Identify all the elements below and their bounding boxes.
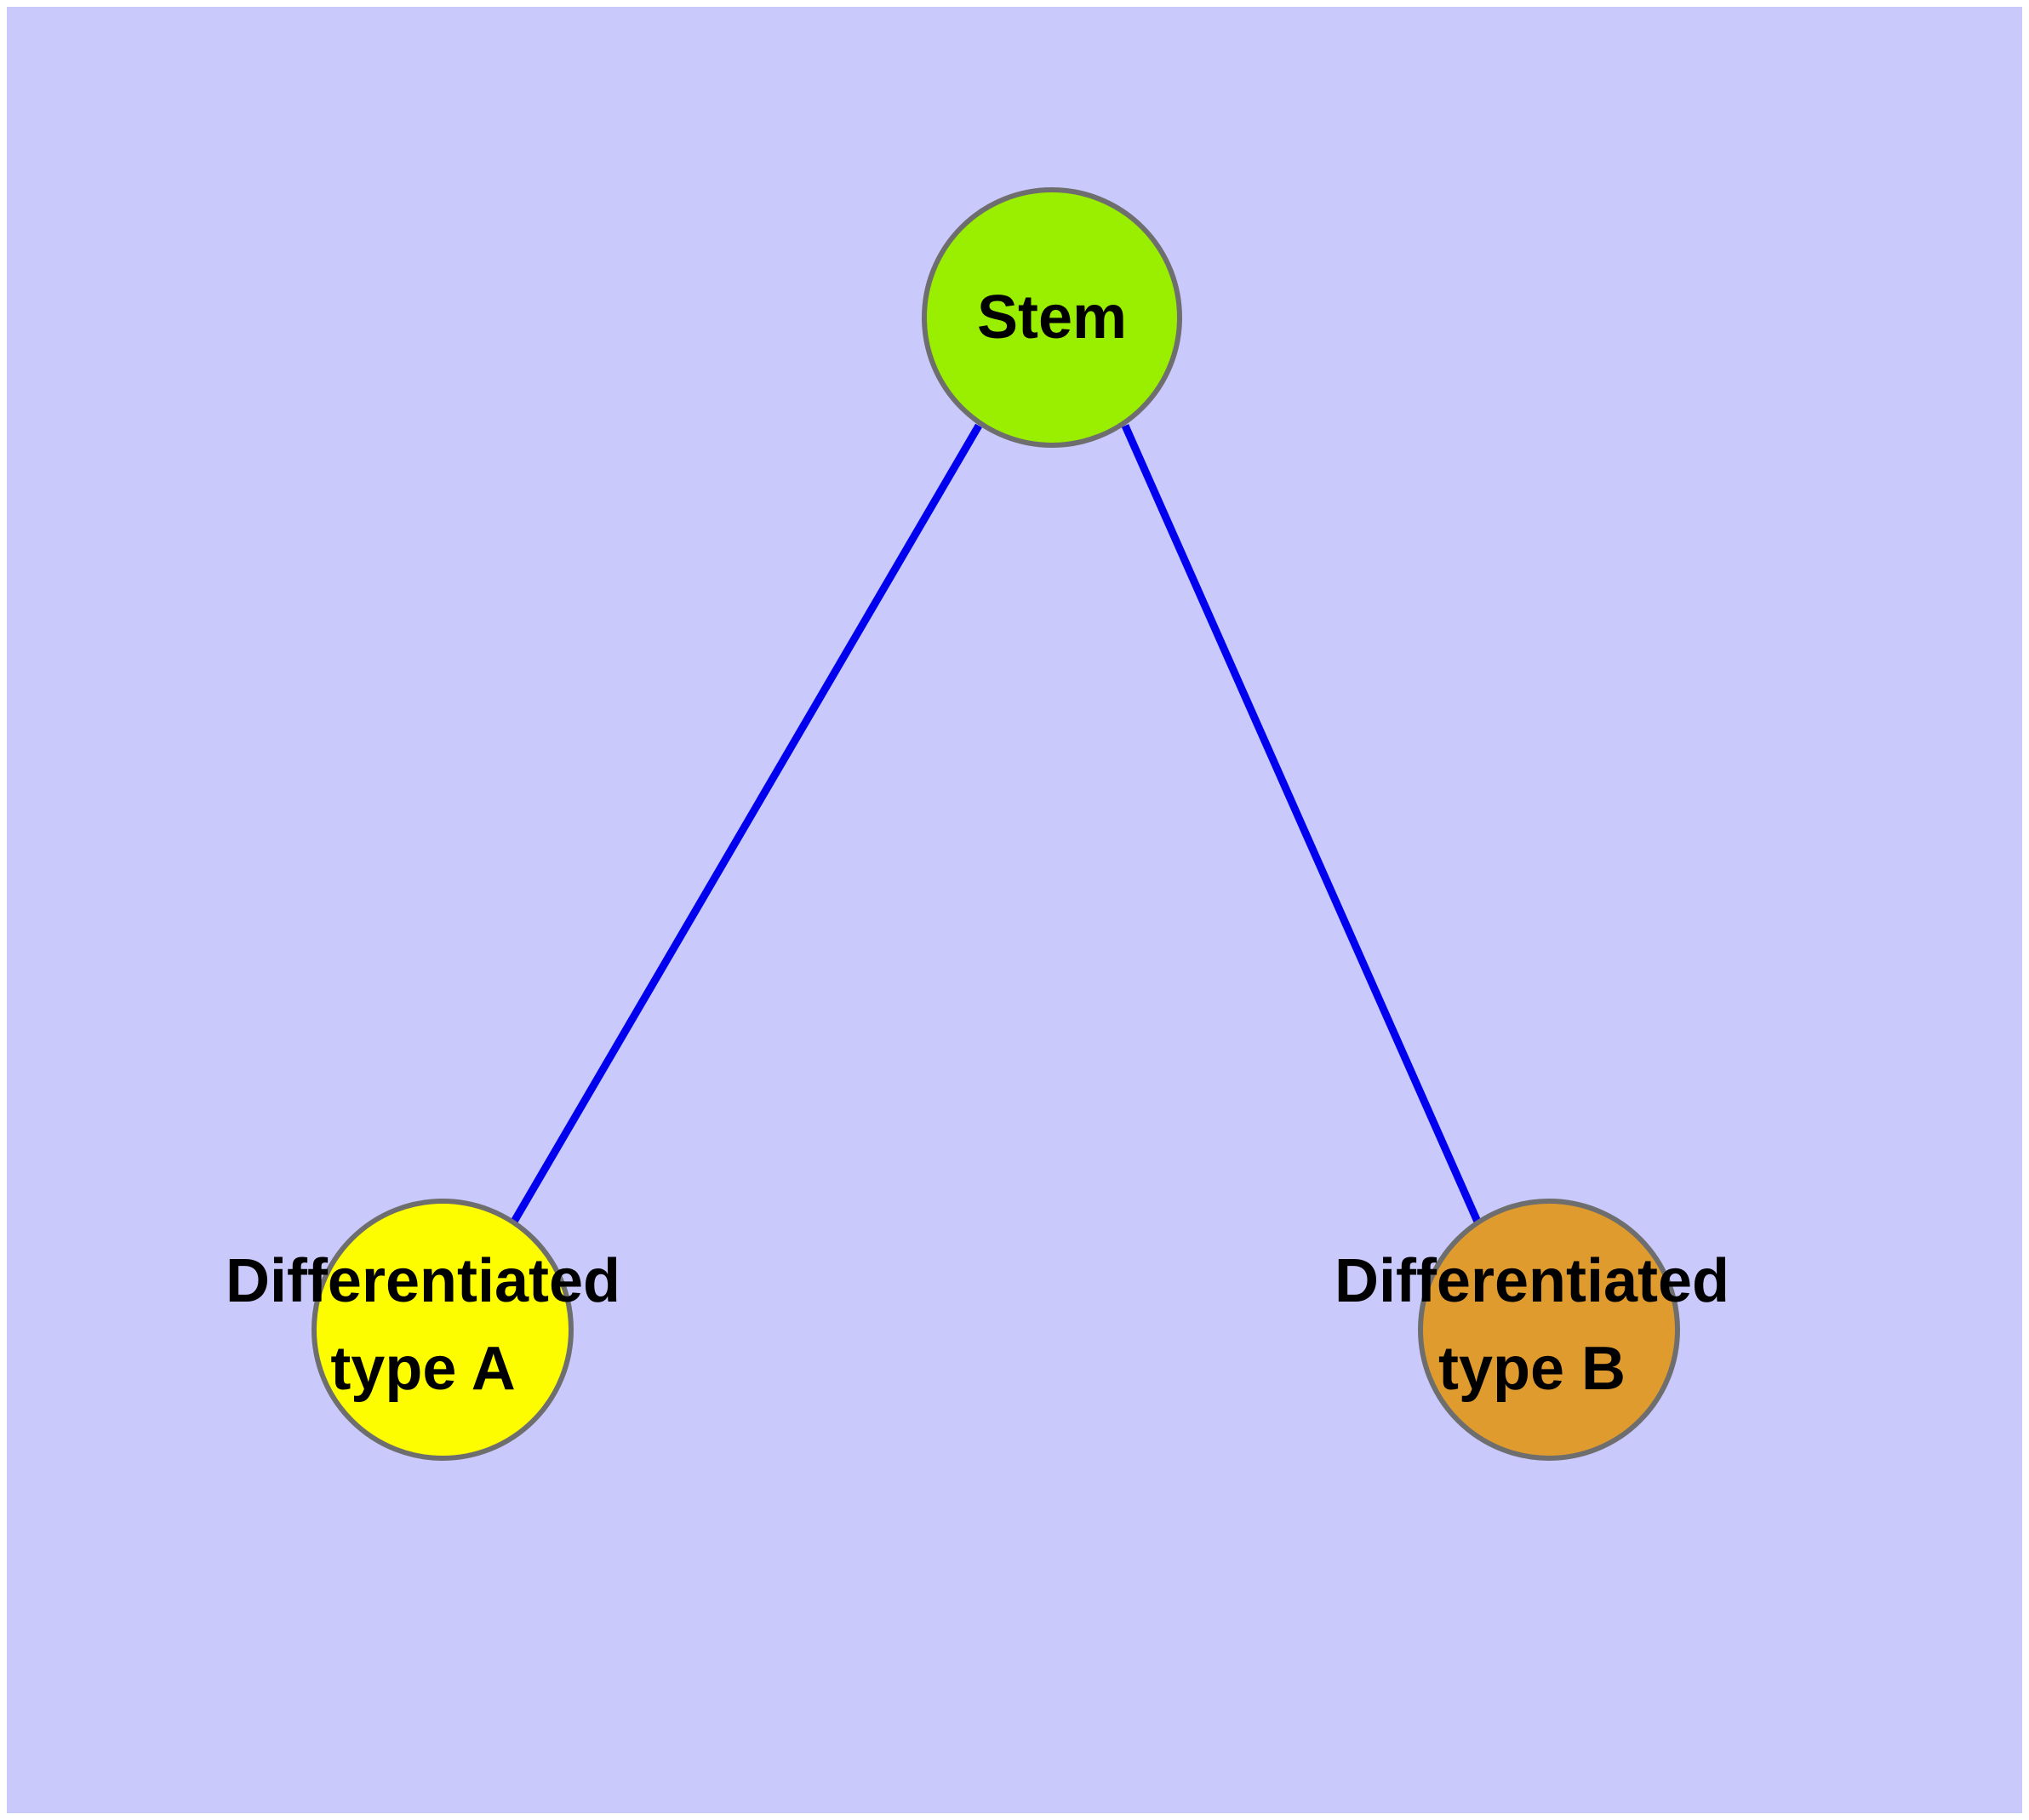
node-differentiated-type-b[interactable] [1418, 1199, 1680, 1461]
node-layer [311, 187, 1680, 1461]
node-stem-circle[interactable] [922, 187, 1182, 448]
node-stem-label: Stem [977, 283, 1127, 352]
edge-stem-to-differentiated-type-b[interactable] [1121, 424, 1482, 1223]
node-differentiated-type-a[interactable] [311, 1199, 574, 1461]
node-differentiated-type-a-label-line2: type A [330, 1335, 515, 1403]
node-differentiated-type-b-circle[interactable] [1418, 1199, 1680, 1461]
node-stem[interactable] [922, 187, 1182, 448]
node-differentiated-type-a-label-line1: Differentiated [226, 1247, 620, 1315]
label-layer: Stem Differentiated type A Differentiate… [226, 283, 1729, 1403]
edge-layer [511, 423, 1482, 1224]
node-differentiated-type-a-circle[interactable] [311, 1199, 574, 1461]
node-differentiated-type-b-label-line1: Differentiated [1335, 1247, 1729, 1315]
edge-stem-to-differentiated-type-a[interactable] [511, 423, 982, 1224]
node-differentiated-type-b-label-line2: type B [1438, 1335, 1626, 1403]
